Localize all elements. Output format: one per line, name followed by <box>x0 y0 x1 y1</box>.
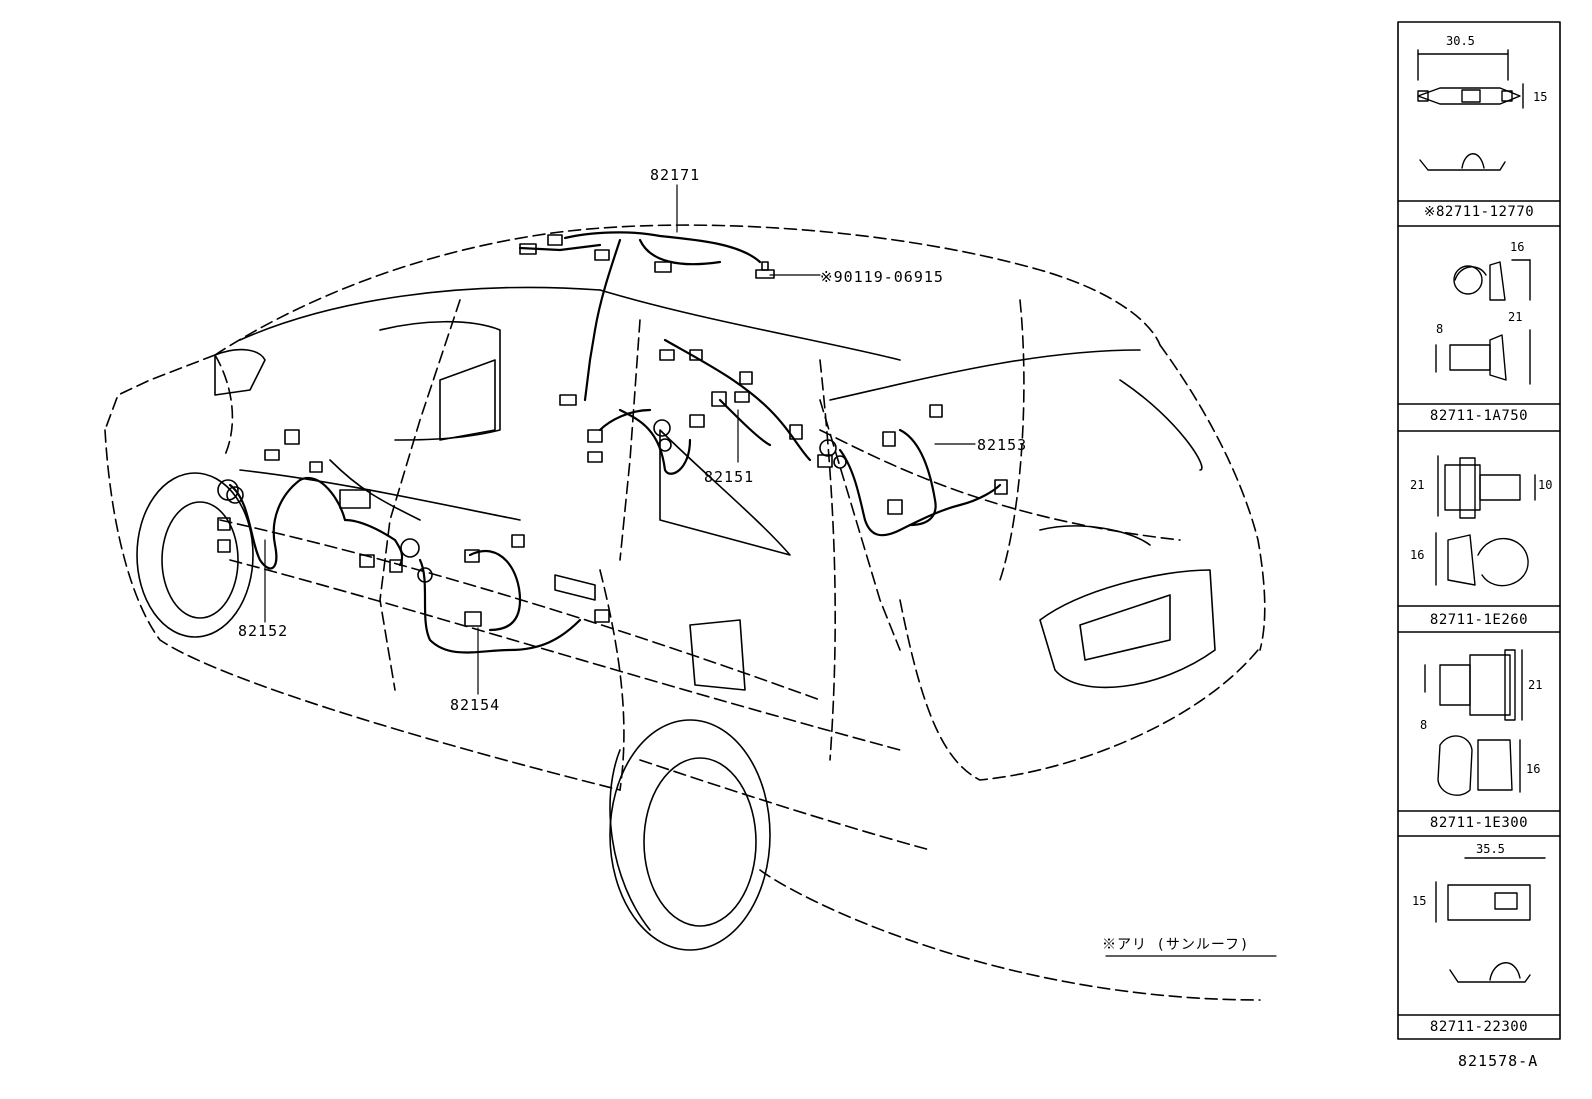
callout-82171: 82171 <box>650 166 701 184</box>
drawing-id: 821578-A <box>1458 1052 1539 1070</box>
clip-4-dim-lower: 16 <box>1526 762 1541 776</box>
clip-3-dim-lower: 16 <box>1410 548 1425 562</box>
callout-82153: 82153 <box>977 436 1028 454</box>
clip-3-dim-right: 10 <box>1538 478 1553 492</box>
clip-2-dim-top: 16 <box>1510 240 1525 254</box>
clip-3-drawing <box>1435 455 1536 587</box>
clip-4-dim-right: 21 <box>1528 678 1543 692</box>
clip-5-part-number: 82711-22300 <box>1429 1019 1529 1035</box>
clip-5-dim-height: 15 <box>1412 894 1427 908</box>
callout-82154: 82154 <box>450 696 501 714</box>
clip-5-drawing <box>1435 857 1546 983</box>
sunroof-note: ※アリ (サンルーフ) <box>1102 937 1250 953</box>
clip-2-dim-right: 21 <box>1508 310 1523 324</box>
callout-screw: ※90119-06915 <box>820 268 944 286</box>
clip-3-dim-left: 21 <box>1410 478 1425 492</box>
callout-82151: 82151 <box>704 468 755 486</box>
clip-5-dim-width: 35.5 <box>1476 842 1505 856</box>
clip-2-drawing <box>1435 259 1531 385</box>
clip-1-drawing <box>1417 49 1524 171</box>
clip-4-drawing <box>1424 649 1523 796</box>
clip-1-part-number: ※82711-12770 <box>1423 204 1535 220</box>
clip-2-part-number: 82711-1A750 <box>1429 408 1529 424</box>
clip-3-part-number: 82711-1E260 <box>1429 612 1529 628</box>
clip-4-part-number: 82711-1E300 <box>1429 815 1529 831</box>
callout-82152: 82152 <box>238 622 289 640</box>
clip-4-dim-left: 8 <box>1420 718 1428 732</box>
clip-2-dim-left: 8 <box>1436 322 1444 336</box>
clip-1-dim-width: 30.5 <box>1446 34 1475 48</box>
clip-1-dim-height: 15 <box>1533 90 1548 104</box>
